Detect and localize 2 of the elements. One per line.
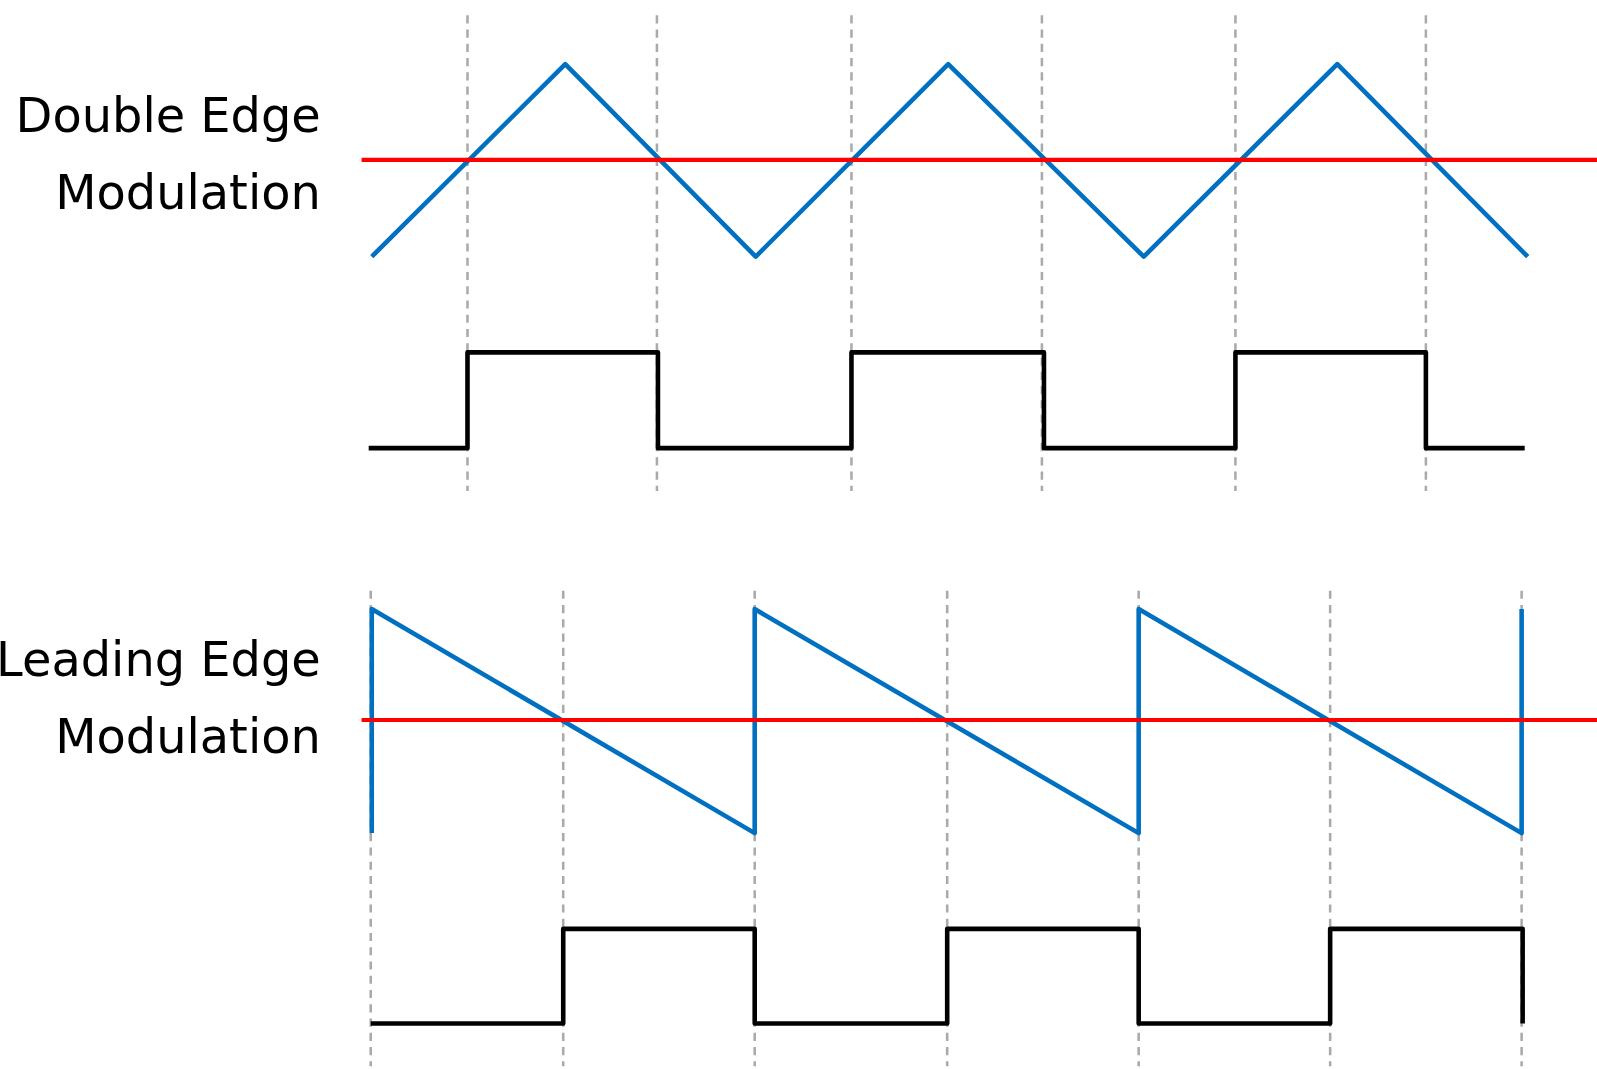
- waveform-title: Double Edge Modulation: [14, 86, 321, 222]
- waveform-title: Leading Edge Modulation: [0, 630, 321, 766]
